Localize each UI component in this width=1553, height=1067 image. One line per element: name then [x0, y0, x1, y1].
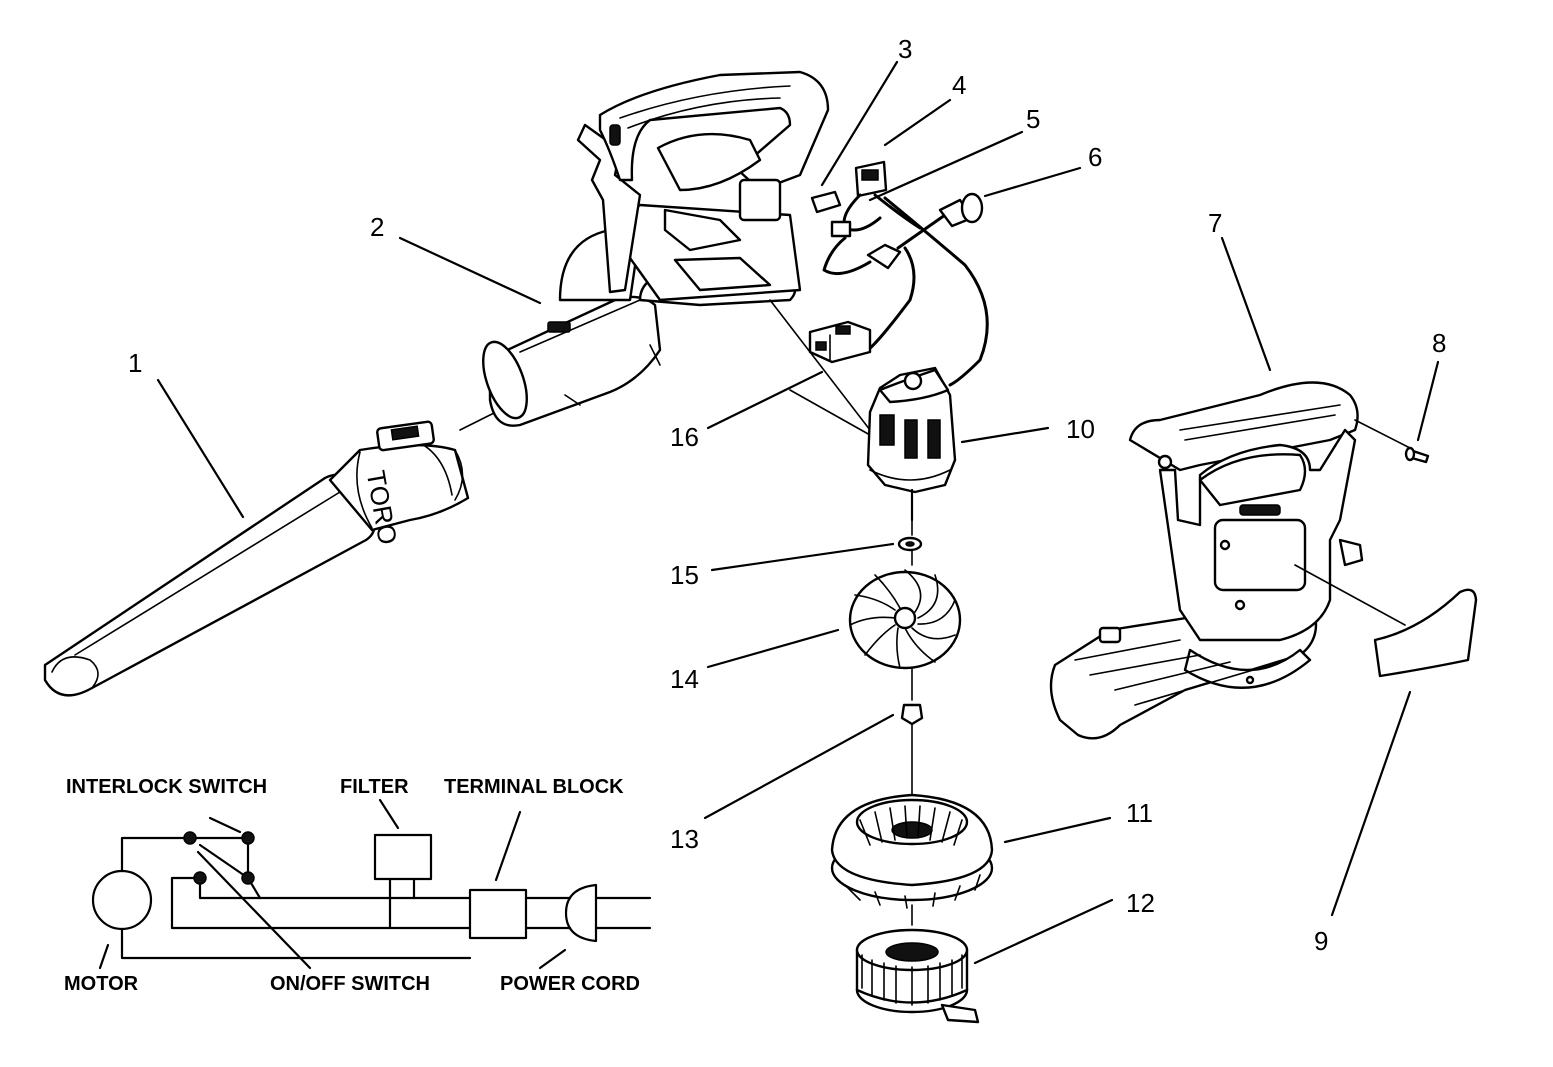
callout-8: 8	[1432, 328, 1446, 358]
callout-7: 7	[1208, 208, 1222, 238]
on-off-contact-a	[193, 871, 207, 885]
part-8-screw	[1404, 446, 1430, 464]
callout-9: 9	[1314, 926, 1328, 956]
part-5-wiring-harness	[822, 193, 989, 387]
motor-symbol	[91, 869, 153, 931]
callout-15: 15	[670, 560, 699, 590]
callout-12: 12	[1126, 888, 1155, 918]
part-16-terminal-block	[769, 299, 872, 436]
wiring-schematic: INTERLOCK SWITCH FILTER TERMINAL BLOCK M…	[64, 776, 652, 995]
on-off-contact-b	[241, 871, 255, 885]
part-10-motor	[866, 366, 957, 536]
part-11-impeller-housing	[830, 793, 994, 926]
power-plug-symbol	[564, 883, 598, 943]
callout-2: 2	[370, 212, 384, 242]
callout-10: 10	[1066, 414, 1095, 444]
callout-5: 5	[1026, 104, 1040, 134]
callout-leaders	[156, 60, 1440, 965]
part-6-power-cord	[866, 192, 984, 270]
label-on-off-switch: ON/OFF SWITCH	[270, 973, 430, 995]
callout-11: 11	[1126, 798, 1153, 828]
part-14-cooling-fan	[848, 569, 962, 701]
interlock-contact-b	[241, 831, 255, 845]
part-15-washer	[897, 536, 923, 566]
interlock-contact-a	[183, 831, 197, 845]
part-9-decal	[1373, 588, 1478, 678]
label-motor: MOTOR	[64, 973, 139, 995]
callout-6: 6	[1088, 142, 1102, 172]
callout-numbers: 1 2 3 4 5 6 7 8 9 10 11 12 13 14 15 16	[128, 34, 1446, 956]
callout-3: 3	[898, 34, 912, 64]
label-terminal-block: TERMINAL BLOCK	[444, 776, 624, 798]
terminal-block-symbol	[468, 888, 528, 940]
label-power-cord: POWER CORD	[500, 973, 640, 995]
callout-14: 14	[670, 664, 699, 694]
part-4-on-off-switch	[854, 160, 888, 198]
part-3-interlock-switch	[810, 190, 842, 214]
callout-1: 1	[128, 348, 142, 378]
label-filter: FILTER	[340, 776, 409, 798]
label-interlock-switch: INTERLOCK SWITCH	[66, 776, 267, 798]
filter-symbol	[373, 833, 433, 881]
callout-16: 16	[670, 422, 699, 452]
part-12-impeller	[855, 928, 980, 1024]
part-1-blower-tube: TORO	[43, 409, 501, 697]
part-7-housing-half	[1049, 381, 1411, 740]
callout-13: 13	[670, 824, 699, 854]
part-2-housing-half	[482, 70, 830, 427]
callout-4: 4	[952, 70, 966, 100]
